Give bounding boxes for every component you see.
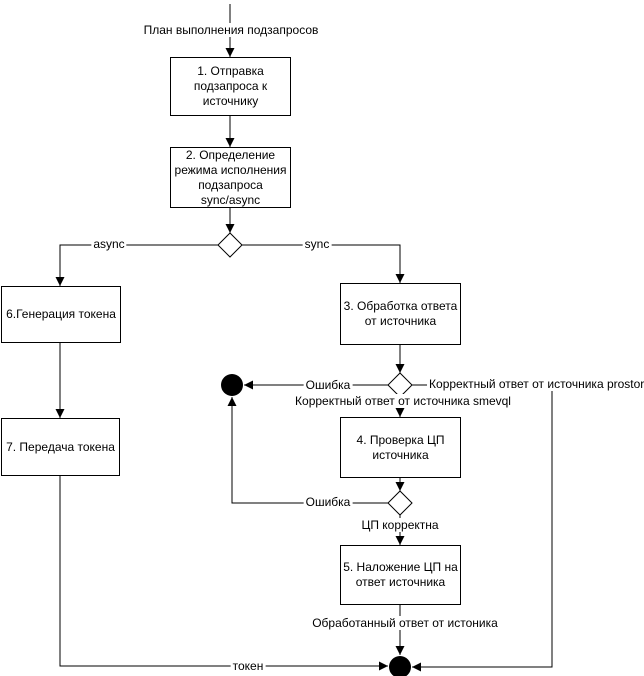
process-node-2-define-mode: 2. Определение режима исполнения подзапр…: [170, 147, 291, 208]
decision-diamond-signature-check: [387, 490, 413, 516]
terminal-node-error: [221, 374, 243, 396]
process-node-3-handle-response: 3. Обработка ответа от источника: [340, 283, 461, 345]
edge-label-sync: sync: [302, 237, 332, 251]
process-node-7-transfer-token: 7. Передача токена: [1, 418, 120, 476]
edge-label-error-signature: Ошибка: [303, 495, 353, 509]
process-node-1-send-subquery: 1. Отправка подзапроса к источнику: [170, 57, 291, 116]
edge-sync-to-node3: [242, 244, 405, 283]
decision-diamond-sync-async: [217, 232, 243, 258]
edge-label-signature-correct: ЦП корректна: [359, 518, 441, 532]
edge-label-token: токен: [230, 659, 266, 673]
edge-label-error-response: Ошибка: [303, 378, 353, 392]
edge-label-processed-response: Обработанный ответ от истоника: [310, 616, 500, 630]
edge-label-async: async: [91, 237, 127, 251]
process-node-5-apply-signature: 5. Наложение ЦП на ответ источника: [340, 545, 461, 605]
edge-async-to-node6: [55, 244, 218, 286]
edge-label-correct-smevql: Корректный ответ от источника smevql: [293, 394, 513, 408]
edge-node7-token-to-final: [59, 476, 388, 671]
edge-label-start-plan: План выполнения подзапросов: [141, 23, 321, 37]
process-node-6-generate-token: 6.Генерация токена: [1, 286, 121, 343]
terminal-node-final: [389, 656, 411, 676]
process-node-4-verify-signature: 4. Проверка ЦП источника: [340, 417, 461, 478]
edge-label-correct-prostore: Корректный ответ от источника prostore: [427, 377, 644, 391]
